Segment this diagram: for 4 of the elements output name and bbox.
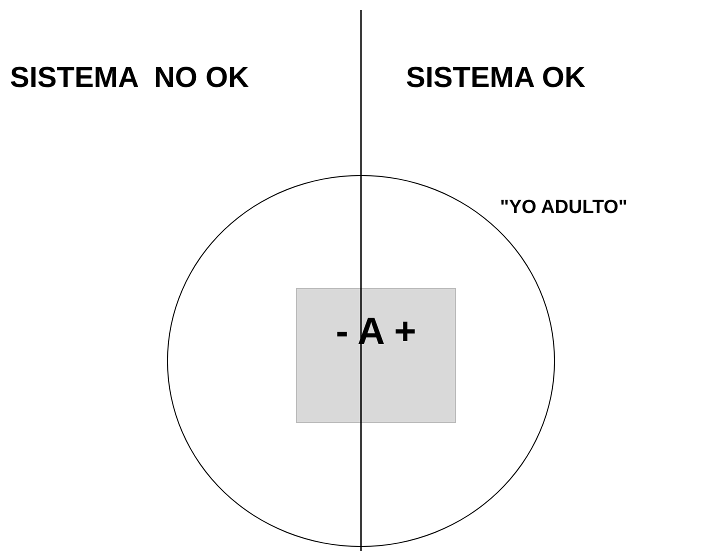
caption-text: "YO ADULTO" [500,197,628,219]
section-heading: SISTEMA NO OK [10,62,249,95]
section-heading: SISTEMA OK [406,62,586,95]
shaded-box [296,288,456,423]
